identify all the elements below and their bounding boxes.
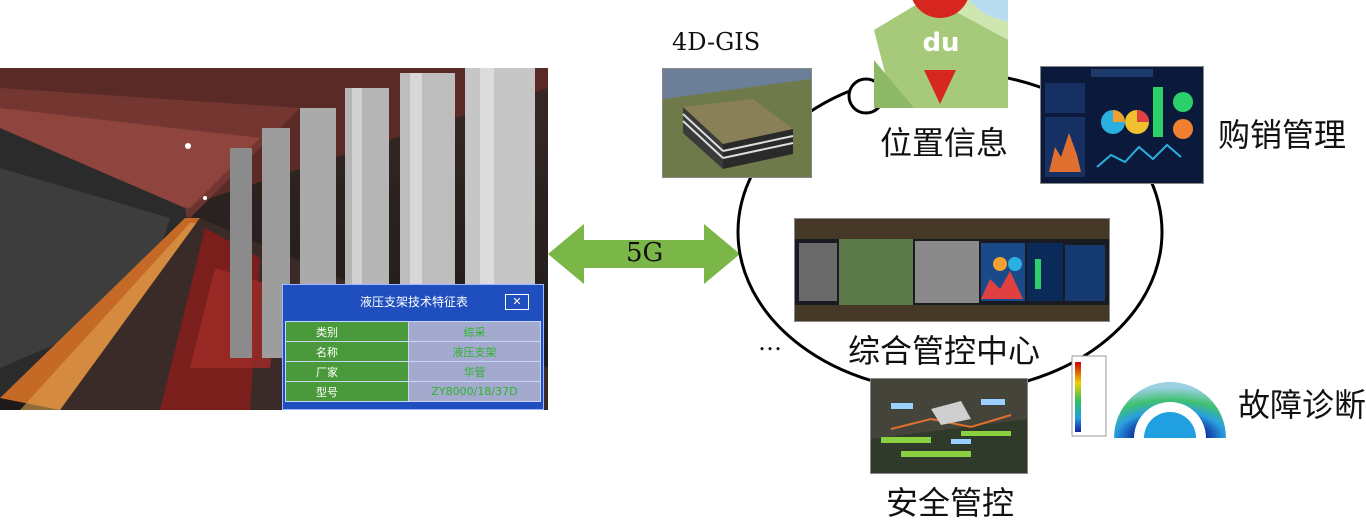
fault-label: 故障诊断 [1238,386,1366,424]
spec-table: 类别 综采 名称 液压支架 厂家 华管 型号 ZY8000/18/37D [285,321,541,402]
gis-label: 4D-GIS [672,28,761,56]
popup-title: 液压支架技术特征表 [359,295,468,309]
safety-label: 安全管控 [886,484,1015,522]
5g-double-arrow [548,224,740,284]
spec-key: 类别 [285,321,409,342]
table-row: 厂家 华管 [285,361,541,382]
fault-fea-thumbnail [1070,354,1230,440]
spec-key: 厂家 [285,361,409,382]
table-row: 类别 综采 [285,321,541,342]
close-icon[interactable]: ✕ [505,294,529,310]
spec-value: 华管 [408,361,541,382]
5g-label: 5G [626,238,664,268]
control-center-label: 综合管控中心 [848,332,1041,370]
table-row: 名称 液压支架 [285,341,541,362]
spec-key: 名称 [285,341,409,362]
gis-thumbnail [662,68,812,178]
spec-key: 型号 [285,381,409,402]
table-row: 型号 ZY8000/18/37D [285,381,541,402]
safety-thumbnail [870,378,1028,474]
spec-value: ZY8000/18/37D [408,381,541,402]
purchase-label: 购销管理 [1218,116,1347,154]
control-center-thumbnail [794,218,1110,322]
spec-value: 综采 [408,321,541,342]
more-indicator: … [758,328,782,356]
purchase-dashboard-thumbnail [1040,66,1204,184]
location-label: 位置信息 [880,124,1009,162]
spec-value: 液压支架 [408,341,541,362]
support-spec-popup: 液压支架技术特征表 ✕ 类别 综采 名称 液压支架 厂家 华管 型号 ZY800… [282,284,544,410]
map-logo-text: du [922,28,960,58]
map-logo-icon: du [874,0,1008,108]
